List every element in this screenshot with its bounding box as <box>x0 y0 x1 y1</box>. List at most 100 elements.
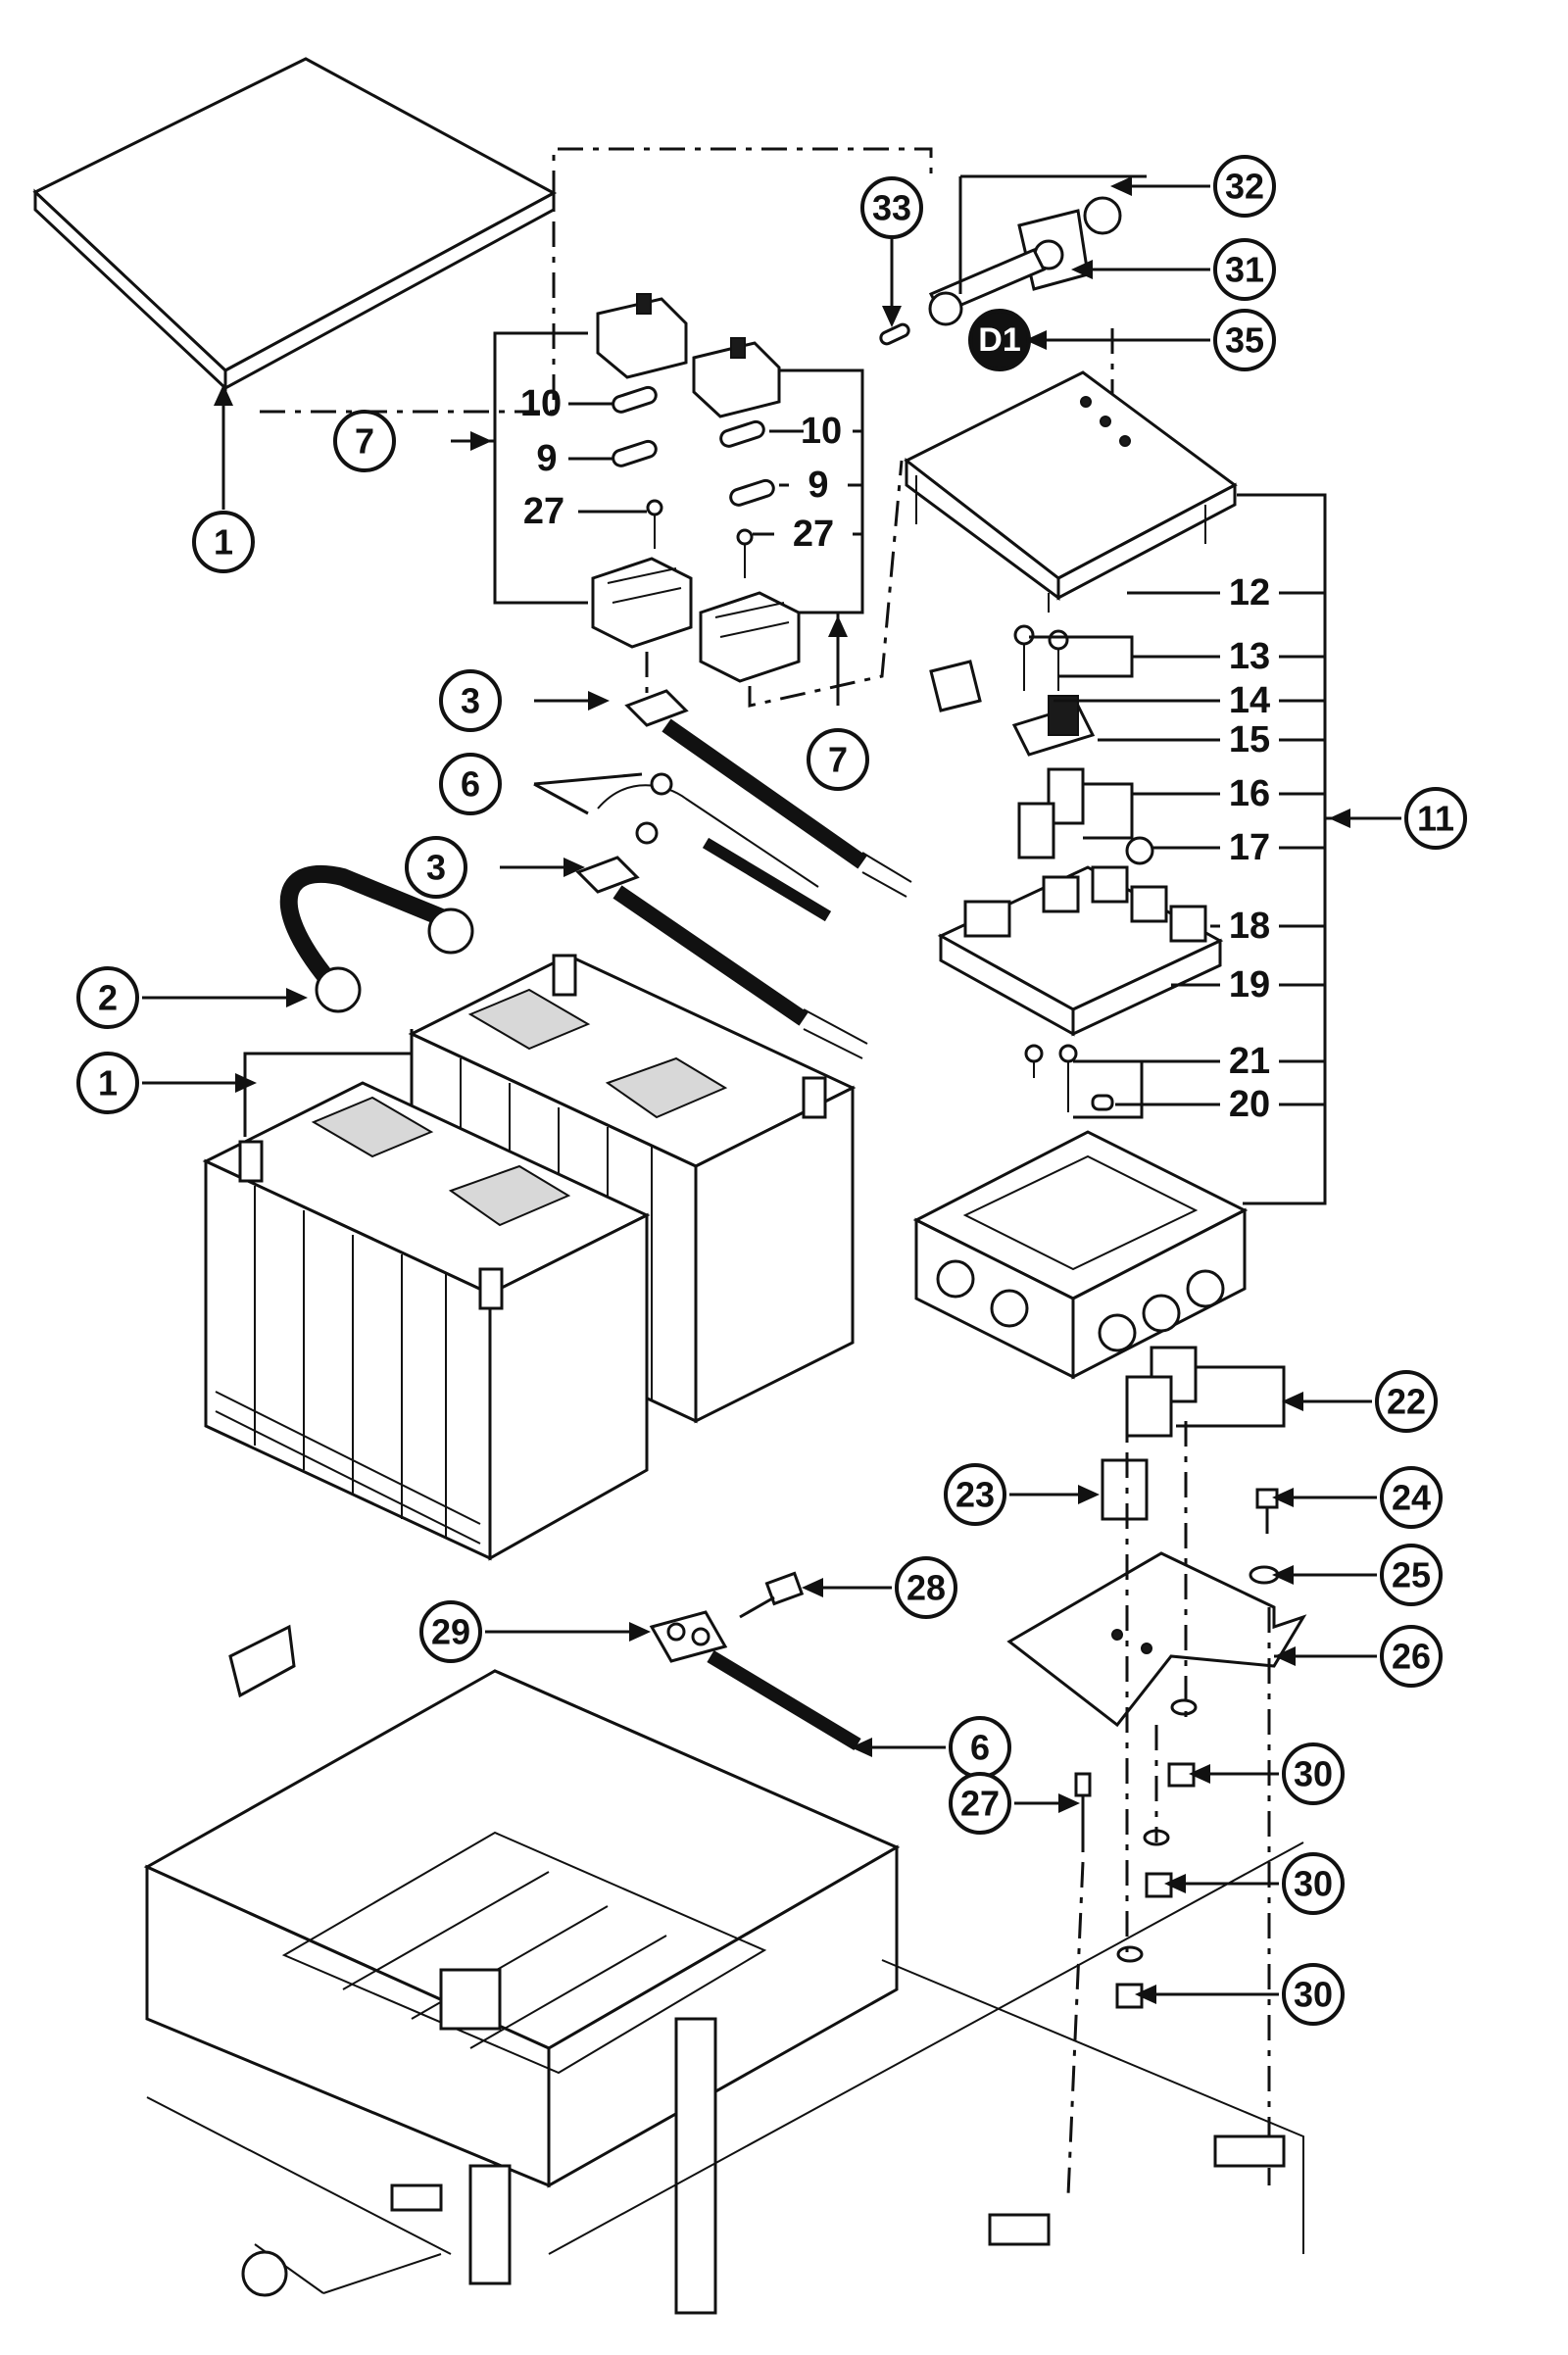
arrowhead <box>1272 1565 1294 1585</box>
svg-text:27: 27 <box>960 1784 1000 1824</box>
arrowhead <box>1110 176 1132 196</box>
label-12: 12 <box>1229 572 1270 613</box>
arrowhead <box>588 691 610 711</box>
label-17: 17 <box>1229 827 1270 868</box>
callout-27: 27 <box>949 1772 1011 1835</box>
arrowhead <box>564 858 585 877</box>
label-19: 19 <box>1229 964 1270 1006</box>
label-9-left: 9 <box>536 438 557 479</box>
terminal-block-left <box>591 557 693 649</box>
callout-23: 23 <box>944 1463 1006 1526</box>
arrowhead <box>1274 1646 1296 1666</box>
callout-30-a: 30 <box>1282 1742 1345 1805</box>
svg-text:22: 22 <box>1387 1382 1426 1422</box>
battery-tray-chassis <box>143 1624 1304 2315</box>
battery-cable-upper <box>624 689 912 898</box>
bracket-32 <box>958 174 1147 294</box>
dash-block-right-down <box>748 460 904 708</box>
label-10-left: 10 <box>520 383 562 424</box>
svg-text:24: 24 <box>1392 1478 1431 1518</box>
bracket-7-left <box>493 331 588 605</box>
bracket-7-right <box>779 368 864 614</box>
nuts-30 <box>1115 1698 1198 2009</box>
battery-front <box>202 1081 651 1561</box>
label-27-right: 27 <box>793 514 834 555</box>
leader-16 <box>1083 782 1325 840</box>
fuse-box-base <box>912 1130 1249 1380</box>
callout-d1: D1 <box>968 309 1031 371</box>
relays <box>1017 767 1154 865</box>
callout-30-b: 30 <box>1282 1852 1345 1915</box>
callout-6-upper: 6 <box>439 753 502 815</box>
arrowhead <box>1135 1985 1156 2004</box>
label-21: 21 <box>1229 1041 1270 1082</box>
arrowhead <box>1189 1764 1210 1784</box>
bolt-24 <box>1255 1488 1279 1534</box>
arrowhead <box>802 1578 823 1597</box>
leader-13 <box>1029 635 1325 678</box>
arrowhead <box>1272 1488 1294 1507</box>
leader-21 <box>1073 1059 1325 1119</box>
callout-7-left: 7 <box>333 410 396 472</box>
relay-plate-26 <box>1006 1551 1307 1728</box>
callout-3-lower: 3 <box>405 836 467 899</box>
fuse-box-screws <box>1024 1044 1114 1112</box>
svg-text:2: 2 <box>98 978 118 1018</box>
bolt-28 <box>739 1571 805 1619</box>
callout-30-c: 30 <box>1282 1963 1345 2026</box>
terminal-cap-left <box>596 293 688 379</box>
label-16: 16 <box>1229 773 1270 814</box>
svg-text:3: 3 <box>461 681 480 721</box>
battery-cover <box>32 57 558 392</box>
dash-relay-stack <box>1066 1401 1271 2196</box>
svg-text:31: 31 <box>1225 250 1264 290</box>
fusible-links <box>612 385 775 578</box>
arrowhead <box>882 306 902 327</box>
callout-3-upper: 3 <box>439 669 502 732</box>
leader-6a <box>533 772 643 815</box>
svg-text:29: 29 <box>431 1612 470 1652</box>
label-10-right: 10 <box>801 411 842 452</box>
sensor-wire <box>597 772 832 922</box>
svg-text:7: 7 <box>828 740 848 780</box>
callout-2: 2 <box>76 966 139 1029</box>
callout-6-lower: 6 <box>949 1716 1011 1779</box>
svg-text:6: 6 <box>970 1728 990 1768</box>
leader-22 <box>1176 1365 1372 1428</box>
harness-6 <box>707 1649 861 1751</box>
arrowhead <box>1025 330 1047 350</box>
arrowhead <box>1078 1485 1100 1504</box>
callout-28: 28 <box>895 1556 957 1619</box>
arrowhead <box>286 988 308 1007</box>
svg-text:28: 28 <box>906 1568 946 1608</box>
callout-1-top: 1 <box>192 511 255 573</box>
svg-text:1: 1 <box>98 1063 118 1104</box>
arrowhead <box>214 384 233 406</box>
svg-text:3: 3 <box>426 848 446 888</box>
arrowhead <box>1058 1793 1080 1813</box>
label-20: 20 <box>1229 1084 1270 1125</box>
terminal-block-right <box>699 591 801 683</box>
callout-31: 31 <box>1213 238 1276 301</box>
arrowhead <box>1164 1874 1186 1893</box>
svg-text:6: 6 <box>461 764 480 805</box>
stud-27 <box>1074 1772 1092 1852</box>
svg-text:33: 33 <box>872 188 911 228</box>
svg-text:D1: D1 <box>978 321 1020 359</box>
relay-23 <box>1101 1458 1149 1521</box>
label-13: 13 <box>1229 636 1270 677</box>
svg-text:23: 23 <box>956 1475 995 1515</box>
callout-35: 35 <box>1213 309 1276 371</box>
svg-text:1: 1 <box>214 522 233 563</box>
svg-text:26: 26 <box>1392 1637 1431 1677</box>
arrowhead <box>629 1622 651 1642</box>
svg-text:35: 35 <box>1225 320 1264 361</box>
callout-25: 25 <box>1380 1544 1443 1606</box>
svg-text:30: 30 <box>1294 1754 1333 1794</box>
terminal-cap-right <box>692 337 781 418</box>
label-14: 14 <box>1229 680 1270 721</box>
fuse-pin-33 <box>879 322 910 346</box>
fuse-holder <box>928 196 1122 326</box>
callout-32: 32 <box>1213 155 1276 218</box>
